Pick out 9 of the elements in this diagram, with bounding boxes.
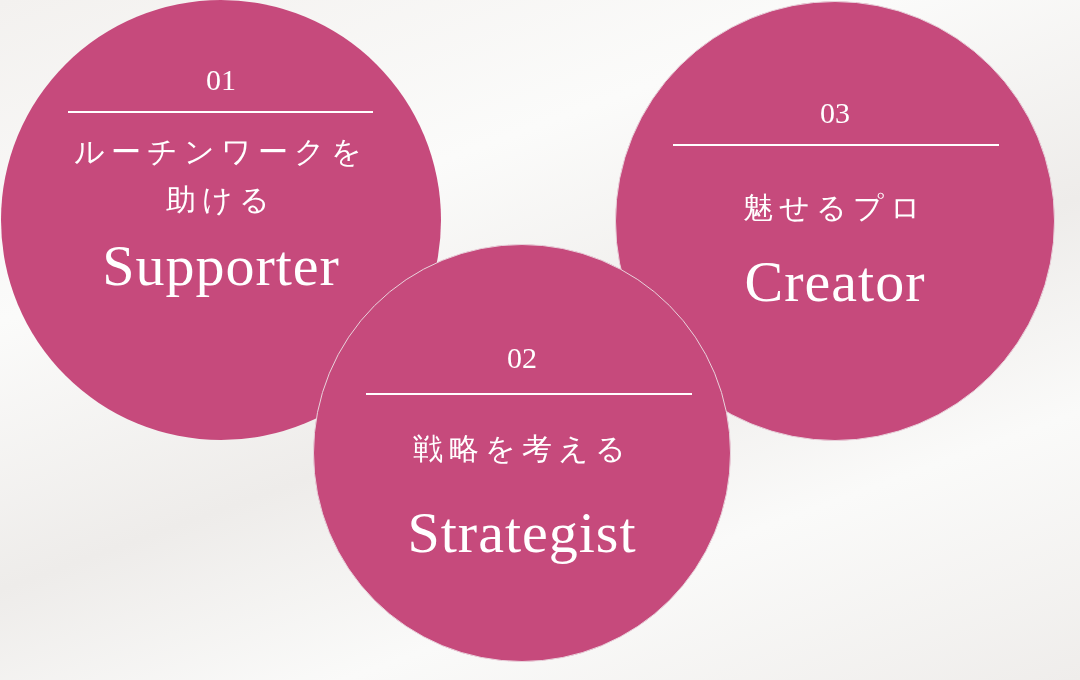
number-label: 02 bbox=[507, 341, 537, 375]
role-title: Strategist bbox=[407, 499, 637, 566]
number-label: 03 bbox=[820, 96, 850, 130]
category-text: 魅せるプロ bbox=[742, 189, 928, 227]
number-label: 01 bbox=[206, 63, 236, 97]
category-text: ルーチンワークを助ける bbox=[73, 133, 369, 219]
role-title: Supporter bbox=[102, 232, 340, 299]
category-text: 戦略を考える bbox=[411, 430, 633, 468]
role-title: Creator bbox=[744, 248, 926, 315]
